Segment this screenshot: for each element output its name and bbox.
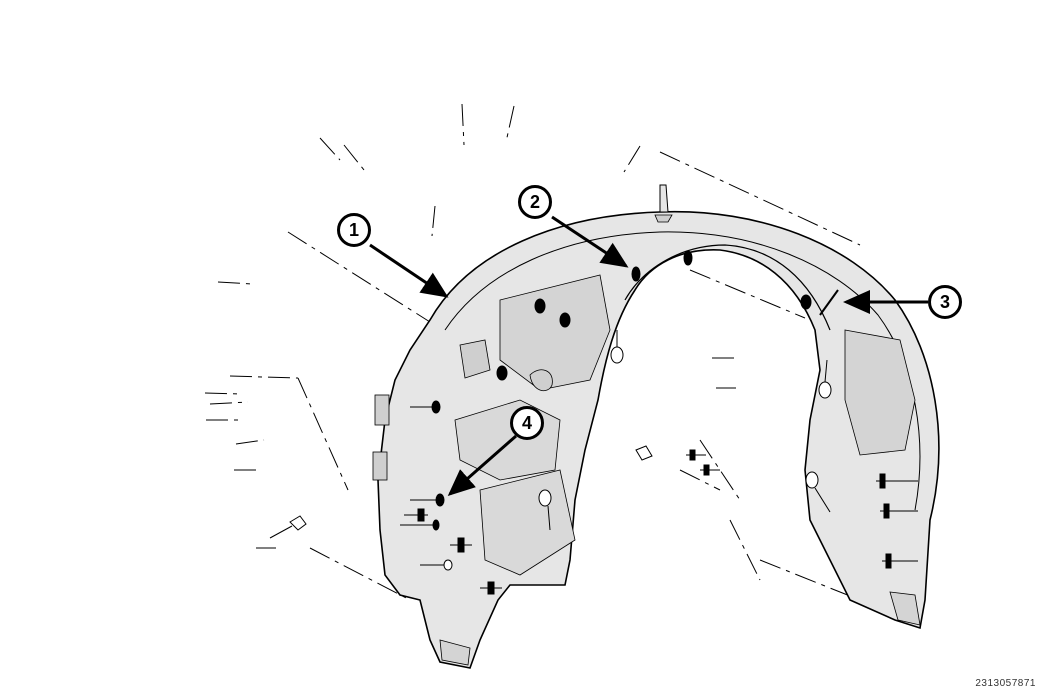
figure-id: 2313057871 [975,678,1036,689]
push-pin-icon [480,581,502,595]
loose-clip-icon [635,445,653,461]
retainer-icon [538,489,552,531]
push-pin-icon [882,553,918,569]
callout-2: 2 [518,185,552,219]
screw-icon [800,289,839,316]
loose-pin-icon [700,464,720,476]
push-pin-icon [420,559,453,571]
clip-icon [534,298,546,314]
push-pin-icon [404,508,428,522]
leader-1 [369,243,449,298]
push-pin-icon [880,503,918,519]
retainer-icon [818,359,832,399]
push-pin-icon [410,493,445,507]
leader-2 [551,215,629,268]
loose-pin-icon [686,449,706,461]
clip-icon [683,250,693,266]
clip-icon [496,365,508,381]
push-pin-icon [876,473,918,489]
wheelhouse-liner [372,184,940,669]
dashed-explosion-lines [204,103,861,603]
clip-icon [559,312,571,328]
fasteners [269,250,918,595]
push-pin-icon [410,400,441,414]
leader-4 [447,434,517,496]
push-pin-icon [450,537,472,553]
callout-4: 4 [510,406,544,440]
callout-leaders [369,215,928,496]
retainer-icon [805,471,831,513]
clip-icon [631,266,641,282]
loose-clip-icon [269,515,307,539]
callout-1: 1 [337,213,371,247]
retainer-icon [610,330,624,364]
callout-3: 3 [928,285,962,319]
push-pin-icon [400,519,440,531]
